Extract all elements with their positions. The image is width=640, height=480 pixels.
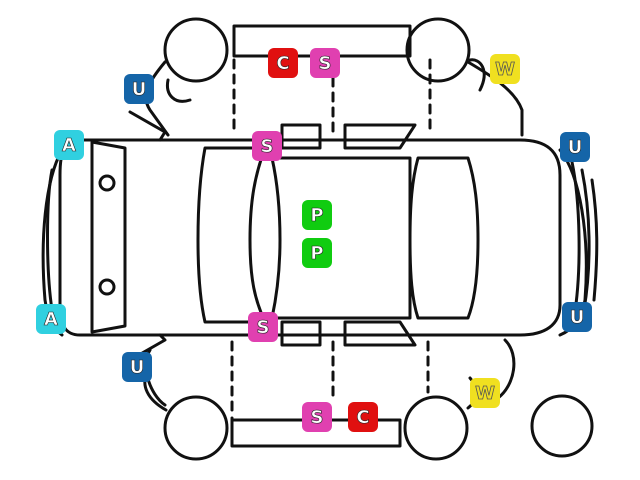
bottom-side-bumper-right	[496, 338, 516, 400]
bottom-side-view	[143, 338, 594, 461]
u-marker-right-bottom[interactable]: U	[562, 302, 592, 332]
u-marker-right-top[interactable]: U	[560, 132, 590, 162]
u-marker-top-left[interactable]: U	[124, 74, 154, 104]
w-marker-top-right[interactable]: W	[490, 54, 520, 84]
a-marker-left-top[interactable]: A	[54, 130, 84, 160]
top-down-view	[41, 110, 599, 362]
top-side-bumper-right	[468, 58, 486, 92]
u-marker-bottom-left[interactable]: U	[122, 352, 152, 382]
rear-window	[408, 156, 480, 320]
s-marker-upper-door[interactable]: S	[252, 131, 282, 161]
p-marker-lower[interactable]: P	[302, 238, 332, 268]
spare-wheel	[530, 394, 594, 458]
c-marker-top[interactable]: C	[268, 48, 298, 78]
headlight-top	[98, 174, 116, 192]
bottom-right-wheel	[403, 395, 469, 461]
s-marker-bottom[interactable]: S	[302, 402, 332, 432]
top-side-bumper-left	[165, 78, 192, 103]
bottom-left-wheel	[163, 395, 229, 461]
lower-side-window-front	[280, 320, 322, 347]
p-marker-upper[interactable]: P	[302, 200, 332, 230]
mirror-top	[128, 110, 167, 142]
w-marker-bottom-right[interactable]: W	[470, 378, 500, 408]
top-left-wheel	[163, 17, 229, 83]
car-body-outline	[58, 138, 562, 337]
a-marker-left-bottom[interactable]: A	[36, 304, 66, 334]
s-marker-top[interactable]: S	[310, 48, 340, 78]
s-marker-lower-door[interactable]: S	[248, 312, 278, 342]
hood-front	[90, 140, 127, 334]
upper-side-window-rear	[343, 123, 417, 150]
roof	[270, 156, 412, 320]
rear-bumper-lines	[570, 160, 599, 320]
front-bumper-inner	[46, 168, 54, 312]
c-marker-bottom[interactable]: C	[348, 402, 378, 432]
headlight-bottom	[98, 278, 116, 296]
top-right-wheel	[405, 17, 471, 83]
upper-side-window-front	[280, 123, 322, 150]
windshield	[196, 146, 267, 324]
lower-side-window-rear	[343, 320, 417, 347]
